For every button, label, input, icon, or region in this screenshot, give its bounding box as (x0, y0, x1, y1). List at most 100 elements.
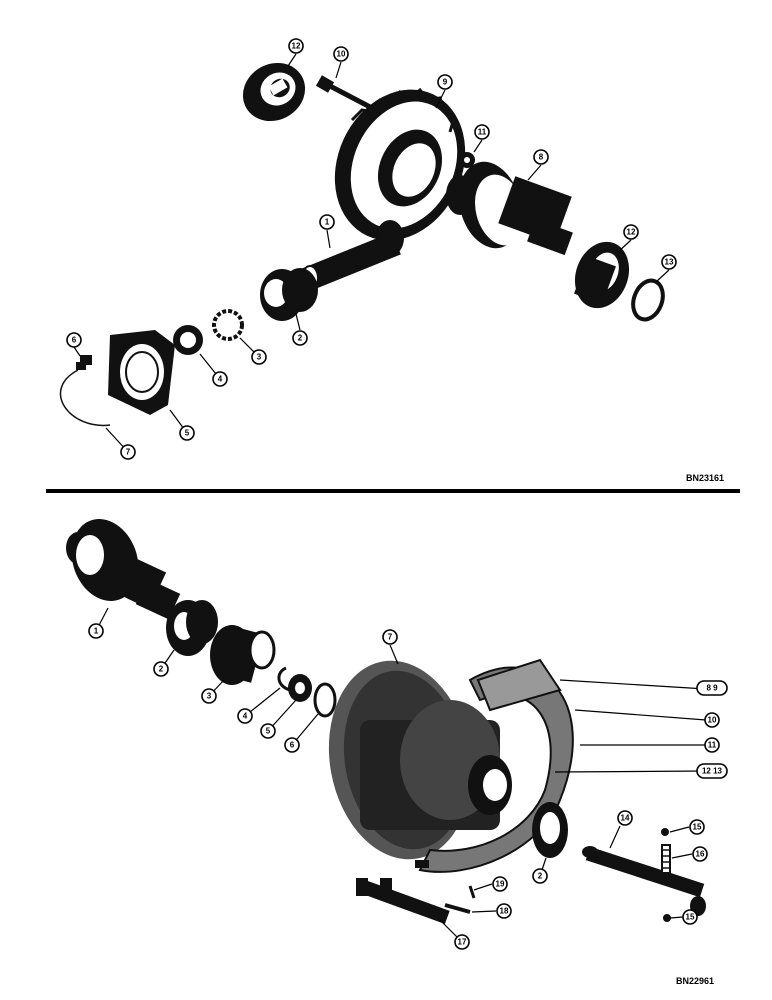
svg-text:16: 16 (696, 850, 705, 859)
svg-text:18: 18 (500, 907, 509, 916)
callout: 9 (437, 74, 453, 90)
svg-text:11: 11 (708, 741, 717, 750)
callout: 11 (474, 124, 490, 140)
figure-2: 1 2 3 4 5 6 7 8 9 10 11 12 13 14 15 16 2… (66, 519, 728, 986)
callout: 12 13 (696, 763, 728, 779)
slotted-nut (173, 325, 203, 355)
svg-text:12: 12 (292, 42, 301, 51)
callout: 19 (492, 876, 508, 892)
callout: 7 (120, 444, 136, 460)
svg-text:5: 5 (266, 727, 271, 736)
svg-text:10: 10 (708, 716, 717, 725)
bearing-cone (260, 268, 318, 321)
pad (415, 860, 429, 868)
svg-text:12 13: 12 13 (702, 767, 723, 776)
svg-text:1: 1 (94, 627, 99, 636)
svg-text:4: 4 (243, 712, 248, 721)
callout: 17 (454, 934, 470, 950)
svg-text:11: 11 (478, 128, 487, 137)
snap-ring-small (277, 666, 291, 692)
callout: 4 (212, 371, 228, 387)
svg-text:12: 12 (627, 228, 636, 237)
callout: 1 (319, 214, 335, 230)
callout: 1 (88, 623, 104, 639)
svg-text:7: 7 (388, 633, 393, 642)
retaining-ring (313, 682, 337, 718)
pin (444, 885, 476, 914)
callout: 6 (284, 737, 300, 753)
figure-id: BN22961 (676, 976, 714, 986)
figure-divider (46, 489, 740, 493)
figure-1: 12 10 9 11 8 12 13 1 2 3 4 5 6 7 BN23161 (59, 38, 724, 483)
callout: 5 (179, 425, 195, 441)
washer (288, 674, 312, 702)
callout: 6 (66, 332, 82, 348)
svg-text:2: 2 (538, 872, 543, 881)
lock-washer (212, 309, 244, 341)
ball-top (661, 828, 669, 836)
callout: 3 (251, 349, 267, 365)
svg-text:3: 3 (257, 353, 262, 362)
svg-text:15: 15 (693, 823, 702, 832)
svg-text:13: 13 (665, 258, 674, 267)
svg-text:6: 6 (290, 741, 295, 750)
bearing-right (574, 241, 630, 309)
svg-text:17: 17 (458, 938, 467, 947)
callout: 8 (533, 149, 549, 165)
snap-ring (631, 278, 665, 322)
svg-text:14: 14 (621, 814, 630, 823)
bearing-top-left (242, 62, 306, 122)
lever-shaft (356, 878, 450, 924)
callout: 13 (661, 254, 677, 270)
svg-text:9: 9 (443, 78, 448, 87)
callout: 2 (532, 868, 548, 884)
spur-gear (210, 625, 276, 685)
callout: 18 (496, 903, 512, 919)
callout: 16 (692, 846, 708, 862)
svg-text:6: 6 (72, 336, 77, 345)
callout: 15 (689, 819, 705, 835)
callout: 2 (153, 661, 169, 677)
svg-text:8: 8 (539, 153, 544, 162)
callout: 10 (704, 712, 720, 728)
spring (661, 844, 671, 874)
svg-text:5: 5 (185, 429, 190, 438)
nut-small (459, 152, 475, 168)
callout: 4 (237, 708, 253, 724)
callout: 8 9 (696, 680, 728, 696)
callout: 12 (623, 224, 639, 240)
callout: 5 (260, 723, 276, 739)
shaft (582, 846, 706, 916)
svg-text:4: 4 (218, 375, 223, 384)
svg-text:7: 7 (126, 448, 131, 457)
cap-screw (76, 355, 92, 370)
callout: 10 (333, 46, 349, 62)
svg-text:1: 1 (325, 218, 330, 227)
differential-housing (66, 519, 181, 620)
callout: 11 (704, 737, 720, 753)
ball-bottom (663, 914, 671, 922)
ring-gear (334, 87, 466, 241)
bolt (315, 75, 374, 111)
svg-text:19: 19 (496, 880, 505, 889)
svg-text:2: 2 (298, 334, 303, 343)
brake-drum (328, 660, 512, 860)
flange-plate (108, 330, 175, 415)
callout: 3 (201, 688, 217, 704)
callout: 14 (617, 810, 633, 826)
callout: 7 (382, 629, 398, 645)
svg-text:2: 2 (159, 665, 164, 674)
svg-text:3: 3 (207, 692, 212, 701)
differential-case (446, 161, 573, 256)
figure-id: BN23161 (686, 473, 724, 483)
lock-wire (59, 369, 111, 427)
svg-text:10: 10 (337, 50, 346, 59)
bearing-cup (166, 600, 218, 656)
callout: 12 (288, 38, 304, 54)
bearing-right (532, 802, 568, 858)
callout: 2 (292, 330, 308, 346)
callout: 15 (682, 909, 698, 925)
svg-text:8 9: 8 9 (706, 684, 718, 693)
svg-text:15: 15 (686, 913, 695, 922)
